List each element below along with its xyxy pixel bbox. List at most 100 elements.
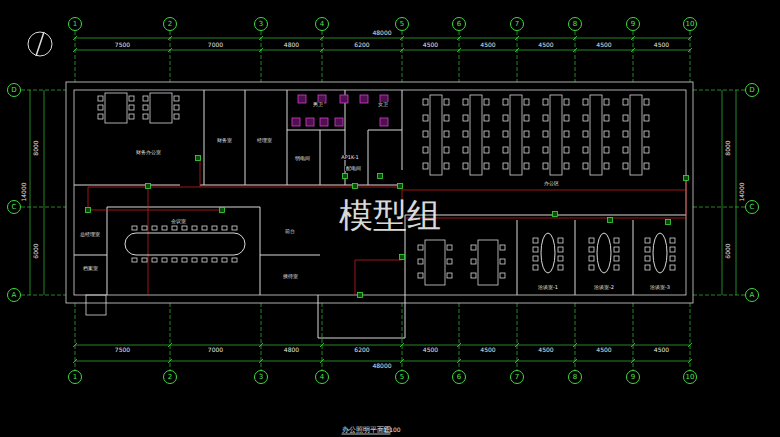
plan-line xyxy=(573,343,577,347)
plan-rect xyxy=(500,273,505,278)
plan-rect xyxy=(320,118,328,126)
plan-rect xyxy=(644,99,649,105)
plan-line xyxy=(204,90,205,185)
plan-line xyxy=(259,48,263,52)
plan-rect xyxy=(232,258,237,262)
grid-number: 3 xyxy=(259,21,263,28)
plan-line xyxy=(107,207,260,208)
plan-rect xyxy=(608,218,613,223)
plan-rect xyxy=(589,247,594,252)
grid-bubble: 2 xyxy=(163,17,177,31)
plan-rect xyxy=(358,293,363,298)
plan-rect xyxy=(666,220,671,225)
plan-rect xyxy=(543,163,548,169)
room-name: 档案室 xyxy=(82,266,99,271)
plan-rect xyxy=(614,238,619,243)
grid-bubble: 6 xyxy=(452,370,466,384)
plan-line xyxy=(400,359,404,363)
plan-rect xyxy=(143,114,148,119)
plan-rect xyxy=(484,99,489,105)
watermark: 模型组 xyxy=(338,198,442,232)
plan-rect xyxy=(444,131,449,137)
plan-rect xyxy=(503,115,508,121)
plan-line xyxy=(320,359,324,363)
grid-bubble: C xyxy=(745,200,759,214)
plan-rect xyxy=(74,90,686,295)
plan-rect xyxy=(220,208,225,213)
drawing-title: 办公照明平面图 xyxy=(342,427,391,434)
plan-line xyxy=(688,36,692,40)
plan-rect xyxy=(463,131,468,137)
plan-line xyxy=(73,343,77,347)
plan-rect xyxy=(463,99,468,105)
plan-rect xyxy=(500,245,505,250)
dimension: 48000 xyxy=(371,363,392,369)
plan-rect xyxy=(614,247,619,252)
plan-rect xyxy=(564,163,569,169)
plan-rect xyxy=(564,99,569,105)
plan-rect xyxy=(583,99,588,105)
plan-rect xyxy=(202,226,207,230)
dimension: 4500 xyxy=(422,347,439,353)
grid-number: 2 xyxy=(168,21,172,28)
plan-line xyxy=(21,295,66,296)
dimension: 4800 xyxy=(283,347,300,353)
room-name: 经理室 xyxy=(256,138,273,143)
plan-rect xyxy=(418,245,423,250)
plan-rect xyxy=(524,163,529,169)
plan-rect xyxy=(132,226,137,230)
dimension: 14000 xyxy=(21,181,27,202)
plan-rect xyxy=(150,93,172,123)
grid-bubble: A xyxy=(7,288,21,302)
plan-line xyxy=(693,295,745,296)
plan-rect xyxy=(129,114,134,119)
plan-line xyxy=(287,90,288,185)
plan-rect xyxy=(533,265,538,270)
plan-rect xyxy=(558,238,563,243)
room-name: 洽谈室-1 xyxy=(537,285,559,290)
plan-rect xyxy=(86,208,91,213)
dimension: 8000 xyxy=(33,139,39,156)
dimension: 4500 xyxy=(595,42,612,48)
plan-line xyxy=(170,303,171,370)
plan-rect xyxy=(558,256,563,261)
plan-rect xyxy=(146,184,151,189)
dimension: 4800 xyxy=(283,42,300,48)
plan-rect xyxy=(503,131,508,137)
plan-rect xyxy=(222,226,227,230)
plan-line xyxy=(573,48,577,52)
plan-rect xyxy=(162,258,167,262)
plan-line xyxy=(75,361,690,362)
plan-rect xyxy=(380,118,388,126)
plan-rect xyxy=(212,226,217,230)
plan-line xyxy=(402,90,403,170)
plan-rect xyxy=(484,147,489,153)
plan-rect xyxy=(533,238,538,243)
plan-rect xyxy=(174,105,179,110)
plan-rect xyxy=(98,105,103,110)
plan-line xyxy=(736,90,737,295)
room-name: 总经理室 xyxy=(79,232,101,237)
grid-bubble: 5 xyxy=(395,17,409,31)
grid-number: 8 xyxy=(573,374,577,381)
dimension: 7000 xyxy=(207,347,224,353)
plan-rect xyxy=(174,114,179,119)
plan-line xyxy=(515,48,519,52)
plan-rect xyxy=(583,131,588,137)
plan-rect xyxy=(444,163,449,169)
dimension: 14000 xyxy=(739,181,745,202)
plan-rect xyxy=(152,258,157,262)
plan-rect xyxy=(423,163,428,169)
grid-number: A xyxy=(12,292,17,299)
plan-line xyxy=(575,303,576,370)
plan-rect xyxy=(564,115,569,121)
plan-rect xyxy=(98,96,103,101)
plan-rect xyxy=(232,226,237,230)
plan-rect xyxy=(524,147,529,153)
plan-line xyxy=(631,343,635,347)
plan-rect xyxy=(447,259,452,264)
plan-rect xyxy=(583,163,588,169)
plan-line xyxy=(320,36,324,40)
grid-number: D xyxy=(749,87,754,94)
meeting-table xyxy=(597,233,611,273)
